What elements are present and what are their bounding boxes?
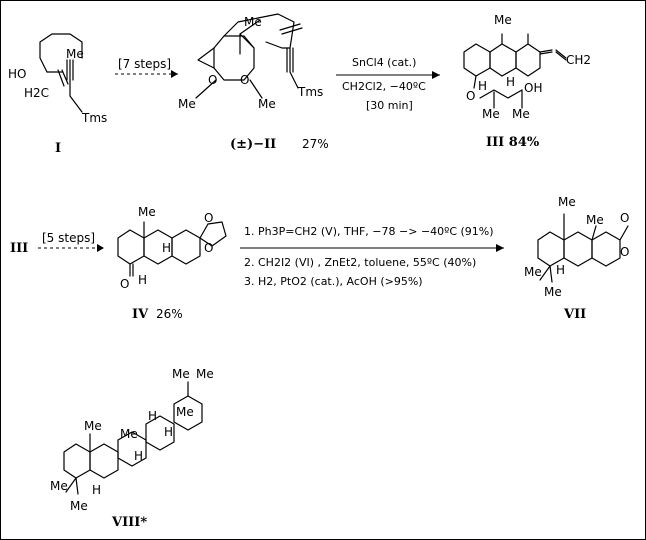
compound-label-VII: VII (563, 307, 586, 322)
arrow4-step2: 2. CH2I2 (VI) , ZnEt2, toluene, 55ºC (40… (244, 256, 476, 269)
atom-H: H (148, 409, 157, 423)
atom-Tms: Tms (297, 85, 323, 99)
arrow-head (496, 244, 504, 252)
atom-Me: Me (50, 479, 68, 493)
atom-O: O (204, 241, 213, 255)
compound-label-I: I (55, 141, 61, 156)
atom-CH2: CH2 (566, 53, 591, 67)
atom-O: O (120, 277, 129, 291)
compound-label-III: III 84% (486, 135, 540, 150)
atom-H2C: H2C (24, 86, 49, 100)
arrow1-label: [7 steps] (118, 57, 171, 71)
arrow-head (97, 244, 104, 252)
compound-VII-structure: Me Me H Me Me O O (524, 195, 629, 299)
atom-H: H (138, 273, 147, 287)
arrow3-start-compound: III (10, 241, 28, 256)
atom-O: O (208, 73, 217, 87)
atom-Me: Me (512, 107, 530, 121)
atom-H: H (162, 241, 171, 255)
compound-label-II: (±)−II (230, 137, 276, 152)
atom-HO: HO (8, 67, 26, 81)
atom-Tms: Tms (81, 111, 107, 125)
arrow2-line1: SnCl4 (cat.) (352, 56, 416, 69)
atom-H: H (556, 263, 565, 277)
atom-Me: Me (494, 13, 512, 27)
atom-Me: Me (196, 367, 214, 381)
arrow2-line3: [30 min] (366, 99, 413, 112)
compound-IV-structure: Me H H O O O (117, 205, 227, 291)
atom-Me: Me (586, 213, 604, 227)
atom-Me: Me (524, 265, 542, 279)
arrow2-line2: CH2Cl2, −40ºC (342, 80, 426, 93)
compound-VIII-structure: Me Me Me Me Me H H H H Me Me (50, 367, 214, 513)
arrow3-label: [5 steps] (42, 231, 95, 245)
atom-O: O (620, 245, 629, 259)
atom-Me: Me (84, 419, 102, 433)
atom-Me: Me (558, 195, 576, 209)
compound-III-structure: Me H H CH2 O OH Me Me (463, 13, 591, 121)
atom-H: H (478, 79, 487, 93)
atom-Me: Me (482, 107, 500, 121)
arrow-head (432, 71, 440, 79)
atom-H: H (506, 75, 515, 89)
atom-H: H (92, 483, 101, 497)
atom-Me: Me (138, 205, 156, 219)
atom-O: O (204, 211, 213, 225)
arrow4-step1: 1. Ph3P=CH2 (V), THF, −78 −> −40ºC (91%) (244, 225, 494, 238)
atom-Me: Me (70, 499, 88, 513)
arrow-head (171, 70, 178, 78)
arrow4-step3: 3. H2, PtO2 (cat.), AcOH (>95%) (244, 275, 423, 288)
atom-Me: Me (66, 47, 84, 61)
atom-O: O (620, 211, 629, 225)
atom-O: O (240, 73, 249, 87)
atom-OH: OH (524, 81, 542, 95)
compound-II-structure: Me O O Me Me Tms (178, 13, 323, 111)
compound-label-VIII: VIII* (111, 515, 147, 530)
atom-H: H (164, 425, 173, 439)
compound-yield-II: 27% (302, 137, 329, 151)
compound-yield-IV: 26% (156, 307, 183, 321)
atom-Me: Me (258, 97, 276, 111)
atom-Me: Me (244, 15, 262, 29)
atom-Me: Me (544, 285, 562, 299)
atom-Me: Me (178, 97, 196, 111)
atom-Me: Me (120, 427, 138, 441)
compound-I-structure: HO Me H2C Tms (8, 33, 107, 125)
atom-Me: Me (172, 367, 190, 381)
compound-label-IV: IV (132, 307, 149, 322)
atom-O: O (466, 89, 475, 103)
atom-Me: Me (176, 405, 194, 419)
atom-H: H (134, 449, 143, 463)
